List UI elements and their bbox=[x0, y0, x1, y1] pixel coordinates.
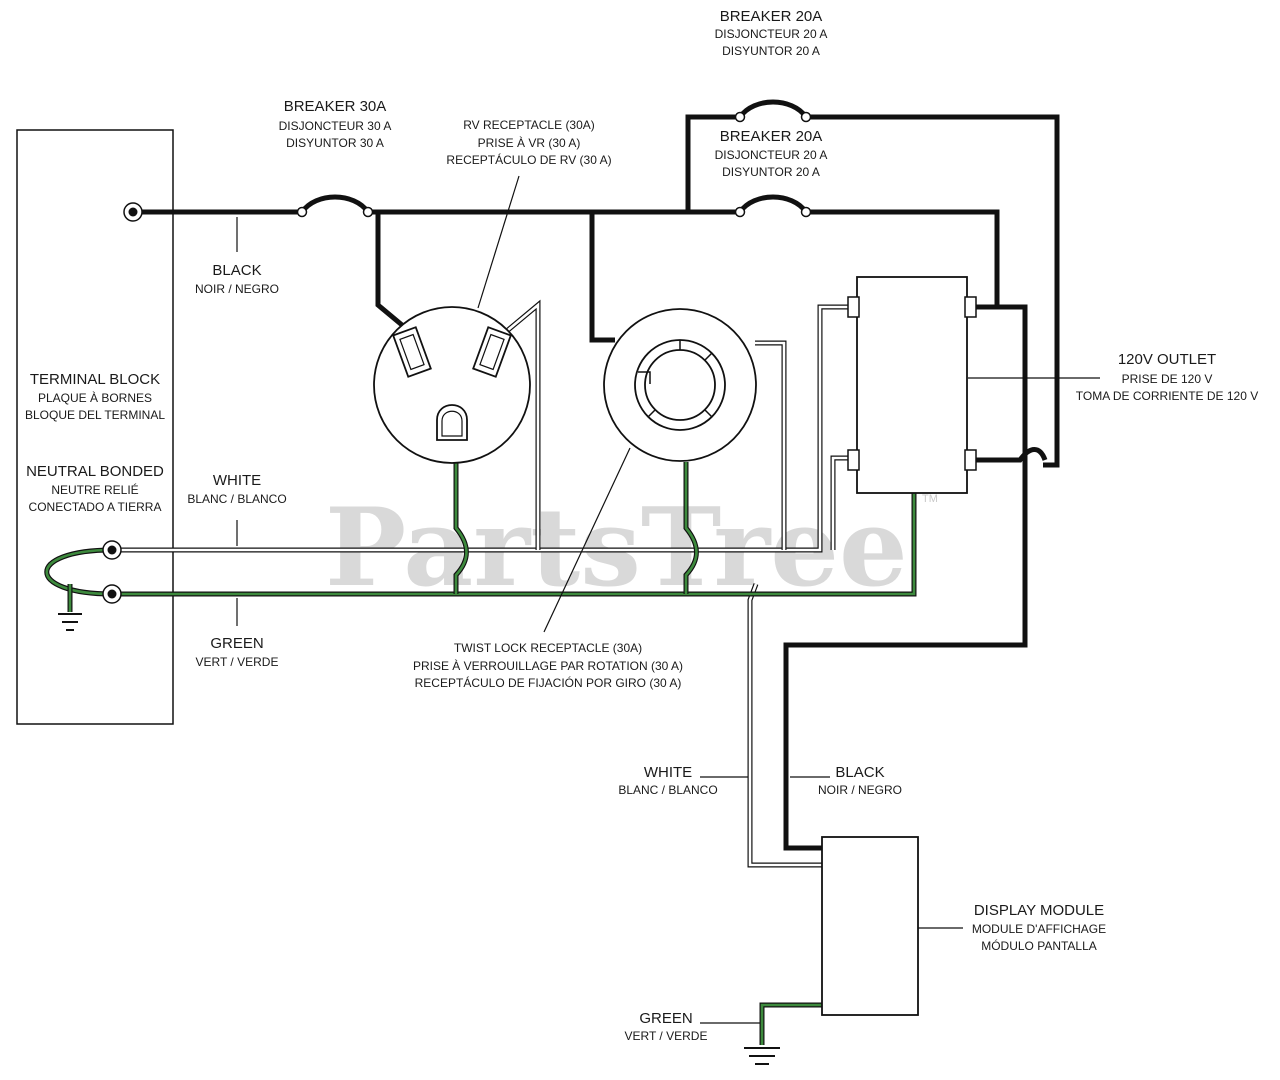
ground-icon bbox=[744, 1047, 780, 1065]
svg-text:BLANC / BLANCO: BLANC / BLANCO bbox=[187, 492, 286, 506]
breaker-20a-top-label: BREAKER 20A DISJONCTEUR 20 A DISYUNTOR 2… bbox=[715, 8, 828, 58]
svg-text:DISJONCTEUR 20 A: DISJONCTEUR 20 A bbox=[715, 148, 828, 162]
svg-text:DISPLAY MODULE: DISPLAY MODULE bbox=[974, 902, 1104, 919]
green-wiring bbox=[44, 462, 917, 1045]
svg-text:NEUTRAL BONDED: NEUTRAL BONDED bbox=[26, 463, 164, 480]
svg-text:TERMINAL BLOCK: TERMINAL BLOCK bbox=[30, 371, 160, 388]
white-wire-label: WHITE BLANC / BLANCO bbox=[187, 472, 286, 506]
svg-text:RECEPTÁCULO DE RV (30 A): RECEPTÁCULO DE RV (30 A) bbox=[446, 152, 611, 167]
terminal-block-label: TERMINAL BLOCK PLAQUE À BORNES BLOQUE DE… bbox=[25, 371, 165, 422]
display-module bbox=[821, 836, 919, 1016]
watermark-trademark: TM bbox=[922, 493, 938, 505]
svg-text:BLOQUE DEL TERMINAL: BLOQUE DEL TERMINAL bbox=[25, 408, 165, 422]
twist-lock-receptacle bbox=[603, 308, 757, 462]
svg-text:GREEN: GREEN bbox=[210, 635, 263, 652]
svg-text:RV RECEPTACLE (30A): RV RECEPTACLE (30A) bbox=[463, 118, 595, 132]
svg-text:BLACK: BLACK bbox=[835, 764, 884, 781]
outlet-120v-label: 120V OUTLET PRISE DE 120 V TOMA DE CORRI… bbox=[1076, 351, 1259, 403]
svg-text:BLACK: BLACK bbox=[212, 262, 261, 279]
svg-text:VERT / VERDE: VERT / VERDE bbox=[196, 655, 279, 669]
outlet-120v bbox=[847, 276, 977, 494]
neutral-bonded-label: NEUTRAL BONDED NEUTRE RELIÉ CONECTADO A … bbox=[26, 463, 164, 514]
svg-text:MODULE D'AFFICHAGE: MODULE D'AFFICHAGE bbox=[972, 922, 1106, 936]
white-wire-lower-label: WHITE BLANC / BLANCO bbox=[618, 764, 717, 797]
svg-text:DISYUNTOR 30 A: DISYUNTOR 30 A bbox=[286, 136, 384, 150]
breaker-20a-mid-label: BREAKER 20A DISJONCTEUR 20 A DISYUNTOR 2… bbox=[715, 128, 828, 179]
svg-text:GREEN: GREEN bbox=[639, 1010, 692, 1027]
svg-text:NEUTRE RELIÉ: NEUTRE RELIÉ bbox=[51, 482, 138, 497]
ground-icon bbox=[58, 613, 82, 631]
black-wire-lower-label: BLACK NOIR / NEGRO bbox=[818, 764, 902, 797]
svg-text:PRISE À VR (30 A): PRISE À VR (30 A) bbox=[478, 135, 581, 150]
green-wire-label: GREEN VERT / VERDE bbox=[196, 635, 279, 669]
terminal-points bbox=[102, 202, 143, 604]
svg-text:VERT / VERDE: VERT / VERDE bbox=[625, 1029, 708, 1043]
green-wire-lower-label: GREEN VERT / VERDE bbox=[625, 1010, 708, 1043]
svg-text:DISJONCTEUR 30 A: DISJONCTEUR 30 A bbox=[279, 119, 392, 133]
svg-text:MÓDULO PANTALLA: MÓDULO PANTALLA bbox=[981, 938, 1097, 953]
svg-text:PLAQUE À BORNES: PLAQUE À BORNES bbox=[38, 390, 152, 405]
svg-text:RECEPTÁCULO DE FIJACIÓN POR GI: RECEPTÁCULO DE FIJACIÓN POR GIRO (30 A) bbox=[415, 675, 682, 690]
black-wiring bbox=[133, 99, 1060, 851]
black-wire-label: BLACK NOIR / NEGRO bbox=[195, 262, 279, 296]
rv-receptacle bbox=[373, 306, 531, 464]
svg-text:120V OUTLET: 120V OUTLET bbox=[1118, 351, 1216, 368]
svg-text:TOMA DE CORRIENTE DE 120 V: TOMA DE CORRIENTE DE 120 V bbox=[1076, 389, 1259, 403]
svg-text:DISJONCTEUR 20 A: DISJONCTEUR 20 A bbox=[715, 27, 828, 41]
breaker-30a-label: BREAKER 30A DISJONCTEUR 30 A DISYUNTOR 3… bbox=[279, 98, 392, 150]
svg-text:PRISE À VERROUILLAGE PAR ROTAT: PRISE À VERROUILLAGE PAR ROTATION (30 A) bbox=[413, 658, 683, 673]
svg-text:NOIR / NEGRO: NOIR / NEGRO bbox=[818, 783, 902, 797]
svg-text:BREAKER 30A: BREAKER 30A bbox=[284, 98, 387, 115]
svg-text:BLANC / BLANCO: BLANC / BLANCO bbox=[618, 783, 717, 797]
svg-text:WHITE: WHITE bbox=[213, 472, 261, 489]
svg-text:DISYUNTOR 20 A: DISYUNTOR 20 A bbox=[722, 165, 820, 179]
breaker-terminals bbox=[296, 111, 812, 218]
terminal-block bbox=[16, 129, 174, 725]
svg-text:WHITE: WHITE bbox=[644, 764, 692, 781]
svg-text:DISYUNTOR 20 A: DISYUNTOR 20 A bbox=[722, 44, 820, 58]
twist-lock-label: TWIST LOCK RECEPTACLE (30A) PRISE À VERR… bbox=[413, 641, 683, 690]
svg-text:CONECTADO A TIERRA: CONECTADO A TIERRA bbox=[29, 500, 162, 514]
svg-text:PRISE DE 120 V: PRISE DE 120 V bbox=[1122, 372, 1213, 386]
display-module-label: DISPLAY MODULE MODULE D'AFFICHAGE MÓDULO… bbox=[972, 902, 1106, 953]
svg-text:BREAKER 20A: BREAKER 20A bbox=[720, 128, 823, 145]
leader-lines bbox=[236, 175, 1100, 1024]
svg-text:NOIR / NEGRO: NOIR / NEGRO bbox=[195, 282, 279, 296]
svg-text:BREAKER 20A: BREAKER 20A bbox=[720, 8, 823, 25]
svg-text:TWIST LOCK RECEPTACLE (30A): TWIST LOCK RECEPTACLE (30A) bbox=[454, 641, 642, 655]
rv-receptacle-label: RV RECEPTACLE (30A) PRISE À VR (30 A) RE… bbox=[446, 118, 611, 167]
